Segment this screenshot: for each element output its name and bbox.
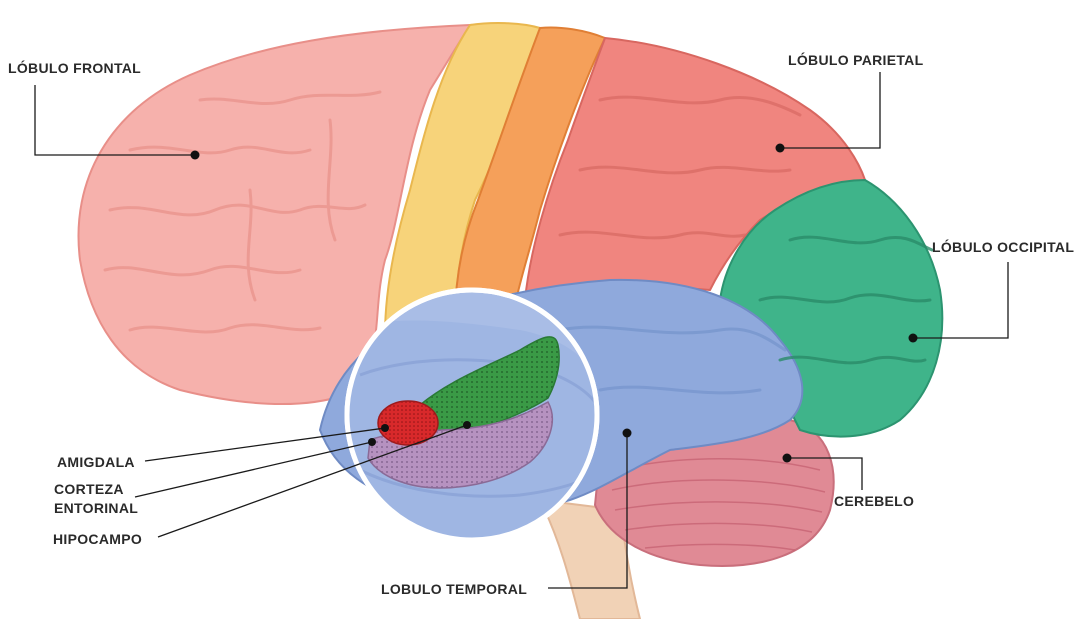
dot-amigdala — [381, 424, 389, 432]
dot-frontal — [191, 151, 200, 160]
leader-line-corteza — [135, 442, 372, 497]
label-corteza-line2: ENTORINAL — [54, 499, 138, 518]
label-hipocampo: HIPOCAMPO — [53, 530, 142, 548]
dot-corteza — [368, 438, 376, 446]
label-lobulo-parietal: LÓBULO PARIETAL — [788, 51, 923, 69]
dot-temporal — [623, 429, 632, 438]
label-lobulo-temporal: LOBULO TEMPORAL — [381, 580, 527, 598]
label-corteza-entorinal: CORTEZA ENTORINAL — [54, 480, 138, 518]
dot-parietal — [776, 144, 785, 153]
label-amigdala: AMIGDALA — [57, 453, 135, 471]
dot-cerebelo — [783, 454, 792, 463]
label-corteza-line1: CORTEZA — [54, 480, 138, 499]
label-lobulo-frontal: LÓBULO FRONTAL — [8, 59, 141, 77]
label-lobulo-occipital: LÓBULO OCCIPITAL — [932, 238, 1074, 256]
dot-hipocampo — [463, 421, 471, 429]
label-cerebelo: CEREBELO — [834, 492, 914, 510]
dot-occipital — [909, 334, 918, 343]
